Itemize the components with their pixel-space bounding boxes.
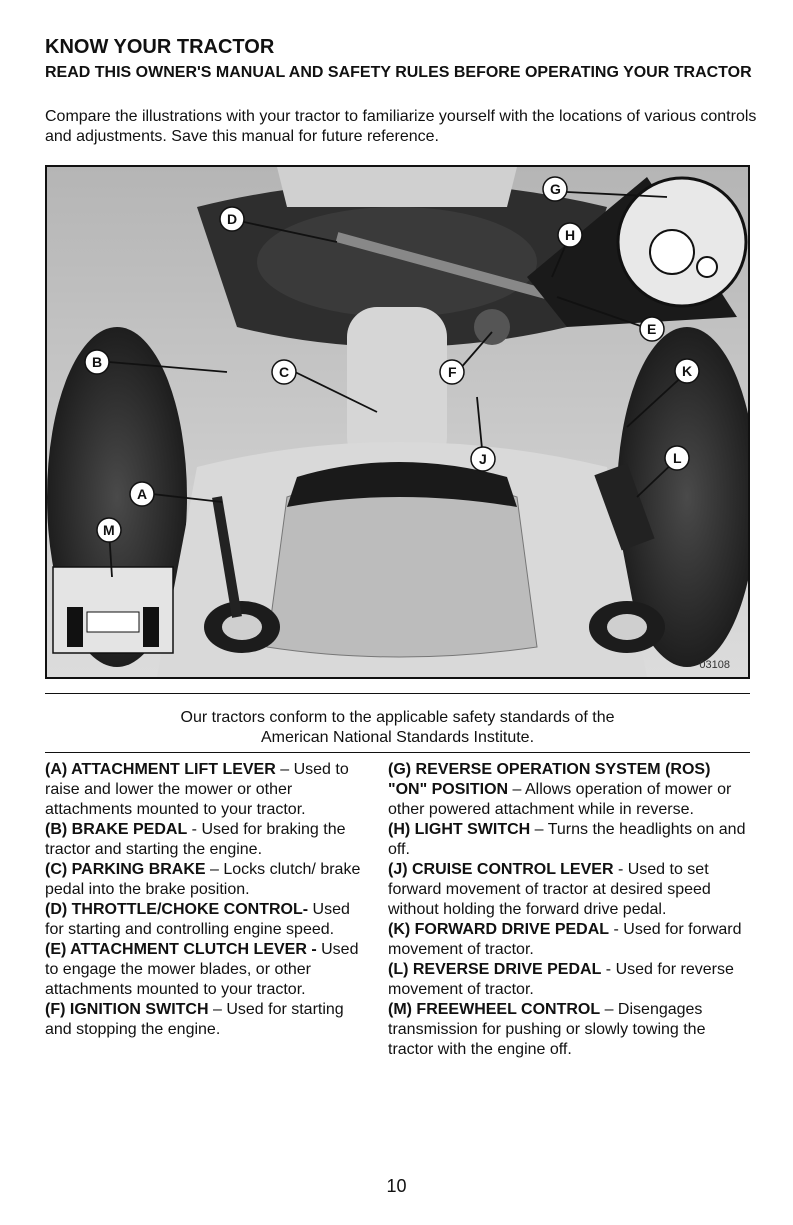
entry-attachment-clutch-lever: (E) ATTACHMENT CLUTCH LEVER - Used to en…: [45, 941, 359, 998]
entry-attachment-lift-lever: (A) ATTACHMENT LIFT LEVER – Used to rais…: [45, 761, 349, 818]
lift-lever: [212, 496, 242, 618]
seat-back: [266, 476, 538, 658]
svg-text:H: H: [565, 227, 575, 243]
callout-b: B: [84, 349, 110, 375]
tractor-controls-illustration: D B C G H F E K J L A M 03108: [45, 165, 750, 679]
page-number: 10: [386, 1176, 407, 1196]
svg-text:C: C: [279, 364, 289, 380]
controls-list-right: (G) REVERSE OPERATION SYSTEM (ROS) "ON" …: [388, 760, 753, 1060]
intro-paragraph: Compare the illustrations with your trac…: [45, 108, 757, 145]
svg-text:K: K: [682, 363, 692, 379]
callout-e: E: [639, 316, 665, 342]
standards-note: Our tractors conform to the applicable s…: [180, 709, 615, 746]
entry-throttle-choke-control: (D) THROTTLE/CHOKE CONTROL- Used for sta…: [45, 901, 350, 938]
callout-j: J: [470, 446, 496, 472]
entry-forward-drive-pedal: (K) FORWARD DRIVE PEDAL - Used for forwa…: [388, 921, 742, 958]
svg-text:B: B: [92, 354, 102, 370]
entry-light-switch: (H) LIGHT SWITCH – Turns the headlights …: [388, 821, 746, 858]
svg-text:G: G: [550, 181, 561, 197]
entry-reverse-operation-system: (G) REVERSE OPERATION SYSTEM (ROS) "ON" …: [388, 761, 732, 818]
leader-lines: [108, 191, 688, 578]
figure-code: 03108: [699, 659, 730, 671]
divider-top: [45, 693, 750, 694]
safety-subtitle: READ THIS OWNER'S MANUAL AND SAFETY RULE…: [45, 64, 752, 81]
svg-text:E: E: [647, 321, 656, 337]
svg-text:F: F: [448, 364, 457, 380]
svg-text:A: A: [137, 486, 147, 502]
svg-text:J: J: [479, 451, 487, 467]
ignition-switch-shape: [474, 309, 510, 345]
svg-text:L: L: [673, 450, 682, 466]
svg-text:M: M: [103, 522, 115, 538]
right-rear-wheel: [617, 327, 748, 667]
pedal-shape: [594, 463, 655, 551]
callout-g: G: [542, 176, 568, 202]
entry-cruise-control-lever: (J) CRUISE CONTROL LEVER - Used to set f…: [388, 861, 711, 918]
callout-a: A: [129, 481, 155, 507]
callout-m: M: [96, 517, 122, 543]
callout-c: C: [271, 359, 297, 385]
callout-l: L: [664, 445, 690, 471]
svg-text:D: D: [227, 211, 237, 227]
controls-list-left: (A) ATTACHMENT LIFT LEVER – Used to rais…: [45, 760, 365, 1040]
entry-freewheel-control: (M) FREEWHEEL CONTROL – Disengages trans…: [388, 1001, 706, 1058]
callout-k: K: [674, 358, 700, 384]
entry-brake-pedal: (B) BRAKE PEDAL - Used for braking the t…: [45, 821, 346, 858]
entry-reverse-drive-pedal: (L) REVERSE DRIVE PEDAL - Used for rever…: [388, 961, 734, 998]
callout-d: D: [219, 206, 245, 232]
entry-parking-brake: (C) PARKING BRAKE – Locks clutch/ brake …: [45, 861, 361, 898]
divider-bottom: [45, 752, 750, 753]
entry-ignition-switch: (F) IGNITION SWITCH – Used for starting …: [45, 1001, 344, 1038]
page-title: KNOW YOUR TRACTOR: [45, 36, 275, 58]
tractor-drawing: D B C G H F E K J L A M: [47, 167, 748, 677]
callout-f: F: [439, 359, 465, 385]
callout-h: H: [557, 222, 583, 248]
